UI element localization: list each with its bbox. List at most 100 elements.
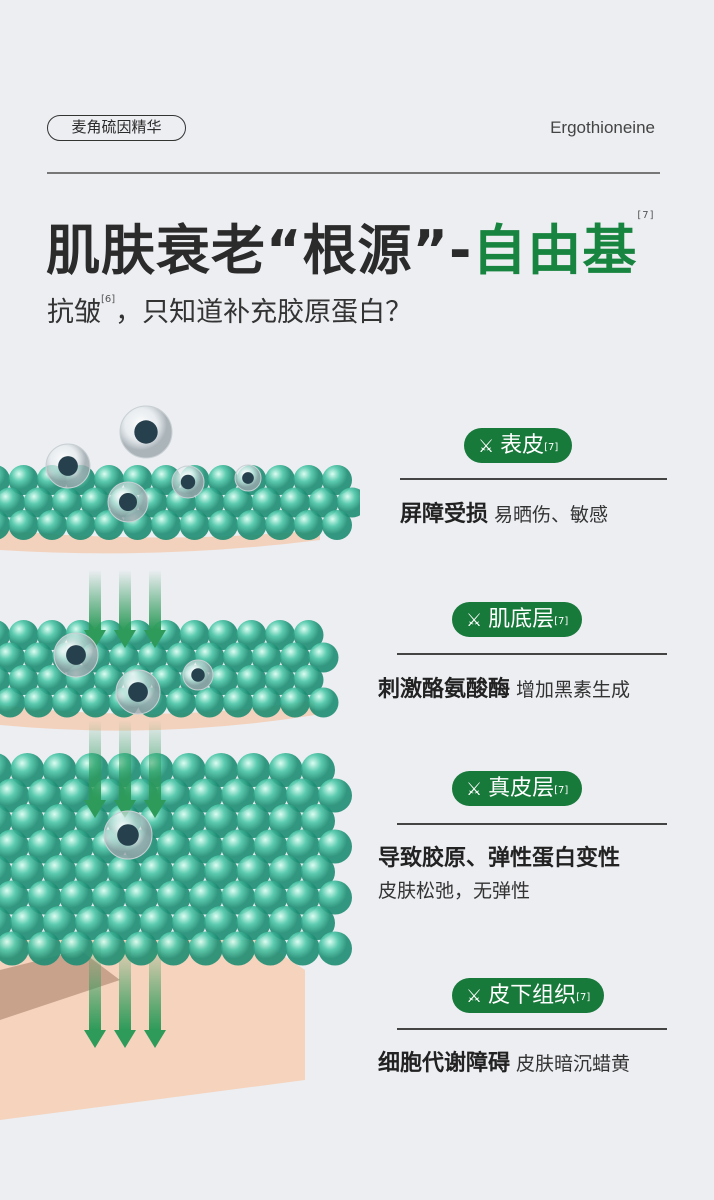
- collagen-bead: [268, 804, 303, 838]
- layer-ref: [7]: [576, 992, 591, 1003]
- layer-badge-dermis: ⚔真皮层[7]: [452, 771, 583, 806]
- collagen-bead: [8, 465, 39, 495]
- collagen-bead: [0, 778, 29, 813]
- collagen-bead: [23, 642, 54, 673]
- collagen-bead: [236, 510, 267, 540]
- collagen-bead: [221, 931, 256, 966]
- arrow-head: [114, 1030, 136, 1048]
- free-radical-core: [134, 420, 158, 444]
- collagen-bead: [236, 620, 267, 650]
- subtitle: 抗皱[6]，只知道补充胶原蛋白？: [47, 290, 412, 329]
- collagen-bead: [265, 620, 295, 650]
- leader-line: [397, 653, 667, 655]
- subtitle-ref: [6]: [101, 294, 116, 305]
- arrow-head: [144, 800, 166, 818]
- free-radical-core: [180, 474, 196, 490]
- collagen-bead: [52, 687, 82, 718]
- collagen-bead: [10, 753, 45, 787]
- collagen-bead: [10, 906, 45, 940]
- collagen-bead: [236, 804, 271, 838]
- collagen-bead: [0, 510, 10, 540]
- collagen-bead: [65, 510, 96, 540]
- free-radical-core: [66, 645, 86, 665]
- arrow-head: [114, 800, 136, 818]
- collagen-bead: [137, 642, 168, 673]
- collagen-bead: [285, 880, 320, 915]
- collagen-bead: [208, 510, 238, 540]
- layer-badge-basal: ⚔肌底层[7]: [452, 602, 583, 637]
- collagen-bead: [265, 665, 295, 695]
- collagen-bead: [171, 804, 206, 838]
- collagen-bead: [280, 687, 310, 718]
- collagen-bead: [107, 906, 142, 940]
- desc-text: 皮肤暗沉蜡黄: [510, 1053, 631, 1075]
- collagen-bead: [59, 880, 94, 915]
- collagen-bead: [221, 880, 256, 915]
- collagen-bead: [59, 931, 94, 966]
- collagen-bead: [308, 487, 339, 518]
- collagen-bead: [318, 931, 352, 966]
- down-arrow: [149, 570, 161, 630]
- collagen-bead: [188, 880, 223, 915]
- layer-ref: [7]: [554, 785, 569, 796]
- english-name: Ergothioneine: [550, 118, 655, 137]
- collagen-bead: [268, 753, 303, 787]
- desc-bold: 导致胶原、弹性蛋白变性: [378, 846, 621, 871]
- collagen-bead: [253, 880, 288, 915]
- collagen-bead: [253, 778, 288, 813]
- collagen-bead: [251, 687, 282, 718]
- collagen-bead: [74, 804, 109, 838]
- collagen-bead: [204, 855, 239, 889]
- leader-line: [400, 478, 667, 480]
- collagen-bead: [42, 906, 77, 940]
- collagen-bead: [0, 465, 10, 495]
- free-radical-core: [119, 493, 137, 511]
- collagen-bead: [188, 931, 223, 966]
- layer-desc-basal: 刺激酪氨酸酶 增加黑素生成: [378, 671, 630, 703]
- collagen-bead: [42, 753, 77, 787]
- collagen-bead: [188, 778, 223, 813]
- collagen-bead: [194, 687, 225, 718]
- collagen-bead: [151, 510, 181, 540]
- collagen-bead: [0, 642, 25, 673]
- collagen-bead: [156, 829, 191, 864]
- collagen-bead: [37, 510, 67, 540]
- collagen-bead: [204, 906, 239, 940]
- collagen-bead: [308, 687, 339, 718]
- down-arrow: [119, 940, 131, 1030]
- collagen-bead: [318, 778, 352, 813]
- down-arrow: [149, 940, 161, 1030]
- collagen-bead: [139, 855, 174, 889]
- collagen-bead: [0, 487, 25, 518]
- collagen-bead: [42, 804, 77, 838]
- layer-desc-subcutaneous: 细胞代谢障碍 皮肤暗沉蜡黄: [378, 1045, 630, 1077]
- free-radical-core: [242, 472, 254, 484]
- collagen-bead: [322, 510, 352, 540]
- down-arrow: [119, 720, 131, 800]
- free-radical-core: [191, 668, 205, 682]
- collagen-bead: [74, 906, 109, 940]
- skin-layers-illustration: [0, 405, 360, 1120]
- layer-desc-epidermis: 屏障受损 易晒伤、敏感: [400, 496, 608, 528]
- collagen-bead: [42, 855, 77, 889]
- collagen-bead: [208, 465, 238, 495]
- collagen-bead: [0, 620, 10, 650]
- collagen-bead: [156, 880, 191, 915]
- collagen-bead: [0, 687, 25, 718]
- arrow-head: [144, 630, 166, 648]
- sword-cross-icon: ⚔: [466, 986, 483, 1007]
- collagen-bead: [8, 620, 39, 650]
- collagen-bead: [171, 855, 206, 889]
- collagen-bead: [166, 687, 196, 718]
- collagen-bead: [318, 829, 352, 864]
- collagen-bead: [268, 906, 303, 940]
- collagen-bead: [0, 665, 10, 695]
- collagen-bead: [204, 753, 239, 787]
- arrow-head: [144, 1030, 166, 1048]
- sword-cross-icon: ⚔: [478, 436, 495, 457]
- collagen-bead: [253, 931, 288, 966]
- product-tag: 麦角硫因精华: [47, 115, 186, 141]
- layer-ref: [7]: [544, 442, 559, 453]
- collagen-bead: [8, 665, 39, 695]
- collagen-bead: [194, 487, 225, 518]
